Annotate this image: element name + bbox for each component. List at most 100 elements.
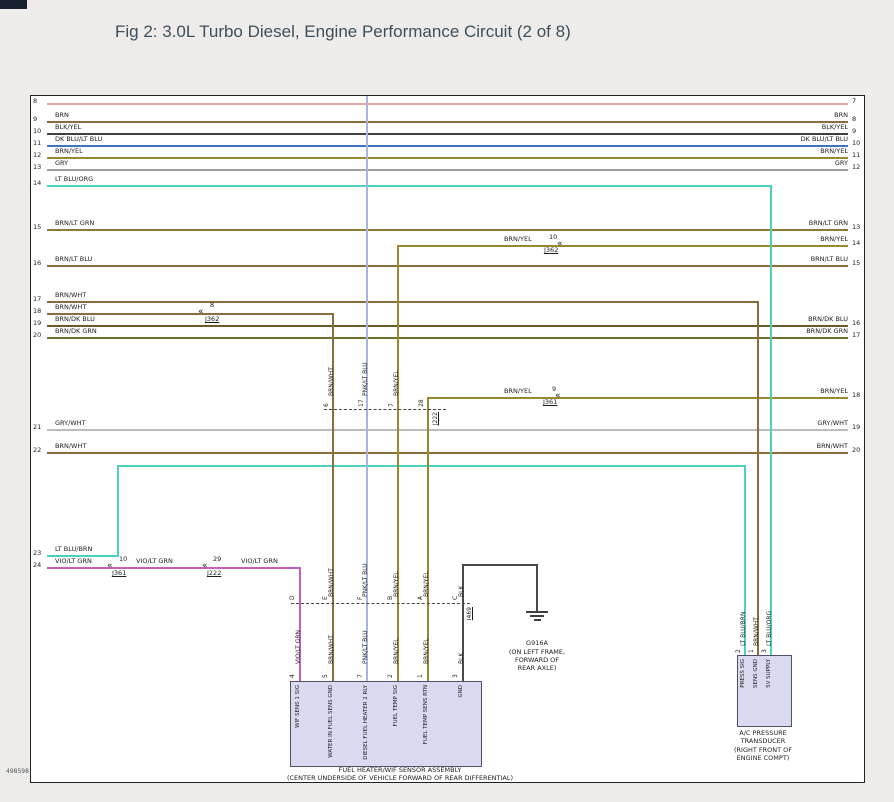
wire-label: BRN/WHT [55, 291, 87, 299]
wire-label: LT BLU/BRN [55, 545, 93, 553]
wire-brn-yel-v-A [427, 397, 429, 681]
left-pin: 15 [33, 223, 42, 231]
left-pin: 16 [33, 259, 42, 267]
right-pin: 19 [852, 423, 861, 431]
connector-id: J361 [112, 569, 127, 577]
connector-pin: C [452, 595, 459, 600]
connector-id: J361 [543, 398, 558, 406]
component-caption: ENGINE COMPT) [736, 754, 790, 762]
wire-brn-yel-j361-h [428, 397, 848, 399]
wire-label: GRY/WHT [817, 419, 848, 427]
left-pin: 14 [33, 179, 42, 187]
connector-pin: 28 [418, 399, 425, 407]
right-pin: 9 [852, 127, 857, 135]
connector-pin: 17 [358, 399, 365, 407]
right-pin: 17 [852, 331, 861, 339]
wire-label: BRN/LT GRN [808, 219, 848, 227]
left-pin: 18 [33, 307, 42, 315]
wire-label: BRN/WHT [328, 635, 335, 664]
wire-brn-wht-22 [47, 452, 848, 454]
wire-blk-v-C [462, 564, 464, 681]
wire-label: PNK/LT BLU [362, 563, 369, 597]
connector-pin: B [387, 595, 394, 600]
wire-label: DK BLU/LT BLU [55, 135, 103, 143]
left-pin: 13 [33, 163, 42, 171]
wire-label: BRN/YEL [820, 147, 848, 155]
connector-arrow-icon: « [107, 561, 112, 571]
wire-label: BRN/YEL [820, 235, 848, 243]
ground-icon [534, 619, 541, 621]
connector-arrow-icon: « [202, 561, 207, 571]
right-pin: 20 [852, 446, 861, 454]
wire-label: BRN [834, 111, 848, 119]
wire-label: GRY [55, 159, 69, 167]
right-pin: 18 [852, 391, 861, 399]
wire-label: BLK [458, 652, 465, 664]
connector-pin: 6 [323, 403, 330, 407]
component-pin: 2 [735, 649, 742, 653]
top-left-chip [0, 0, 27, 9]
right-pin: 14 [852, 239, 861, 247]
wire-label: VIO/LT GRN [136, 557, 173, 565]
component-pin-label: PRESS SIG [740, 659, 746, 688]
wire-label: BRN/WHT [816, 442, 848, 450]
component-caption: TRANSDUCER [740, 737, 786, 745]
ground-icon [530, 615, 544, 617]
connector-arrow-icon: « [555, 391, 560, 401]
left-pin: 23 [33, 549, 42, 557]
wire-row1 [47, 103, 848, 105]
connector-pin: 10 [119, 555, 128, 563]
wire-brn-lt-grn [47, 229, 848, 231]
component-pin-label: WIF SENS 1 SIG [295, 685, 301, 728]
wire-gry [47, 169, 848, 171]
wire-lt-blu-brn-stub [47, 555, 119, 557]
wire-blk-v-ground [536, 564, 538, 612]
wire-brn-dk-grn [47, 337, 848, 339]
wire-label: VIO/LT GRN [55, 557, 92, 565]
component-pin-label: FUEL TEMP SENS RTN [423, 685, 429, 745]
connector-pin: 9 [552, 385, 557, 393]
wire-label: BRN/YEL [504, 235, 532, 243]
wire-brn-dk-blu [47, 325, 848, 327]
left-pin: 21 [33, 423, 42, 431]
wire-label: LT BLU/ORG [766, 610, 773, 646]
connector-id: I469 [466, 607, 473, 621]
wire-label: BRN/YEL [393, 638, 400, 664]
component-pin-label: DIESEL FUEL HEATER 2 RLY [363, 685, 369, 760]
component-pin-label: SENS GND [753, 659, 759, 688]
wire-label: BRN/LT BLU [55, 255, 93, 263]
component-pin-label: GND [458, 685, 464, 698]
wire-label: VIO/LT GRN [295, 629, 302, 664]
left-pin: 8 [33, 97, 38, 105]
wire-vio-lt-grn-v-D [299, 567, 301, 681]
ground-location: REAR AXLE) [517, 664, 557, 672]
connector-pin: F [357, 596, 364, 600]
wire-brn [47, 121, 848, 123]
component-caption: A/C PRESSURE [739, 729, 787, 737]
connector-pin: 7 [388, 403, 395, 407]
ground-location: FORWARD OF [514, 656, 560, 664]
left-pin: 9 [33, 115, 38, 123]
right-pin: 15 [852, 259, 861, 267]
connector-arrow-icon: « [557, 239, 562, 249]
connector-id: J362 [205, 315, 220, 323]
right-pin: 8 [852, 115, 857, 123]
wire-pnk-lt-blu-v [366, 96, 368, 681]
component-pin-label: 5V SUPPLY [766, 659, 772, 688]
right-pin: 7 [852, 97, 857, 105]
wire-label: BRN/LT BLU [810, 255, 848, 263]
wire-brn-yel-j362-h [398, 245, 848, 247]
wire-label: GRY [834, 159, 848, 167]
wire-brn-yel-v-B [397, 245, 399, 681]
wire-blk-jog [462, 564, 538, 566]
wire-label: BRN/DK BLU [55, 315, 95, 323]
component-caption: FUEL HEATER/WIF SENSOR ASSEMBLY [338, 766, 462, 774]
component-pin: 5 [322, 674, 329, 678]
connector-pin: A [417, 595, 424, 600]
ground-id: G916A [526, 639, 548, 647]
wire-label: BRN/YEL [55, 147, 83, 155]
wire-label: GRY/WHT [55, 419, 86, 427]
corner-code: 498598 [6, 768, 29, 775]
right-pin: 10 [852, 139, 861, 147]
